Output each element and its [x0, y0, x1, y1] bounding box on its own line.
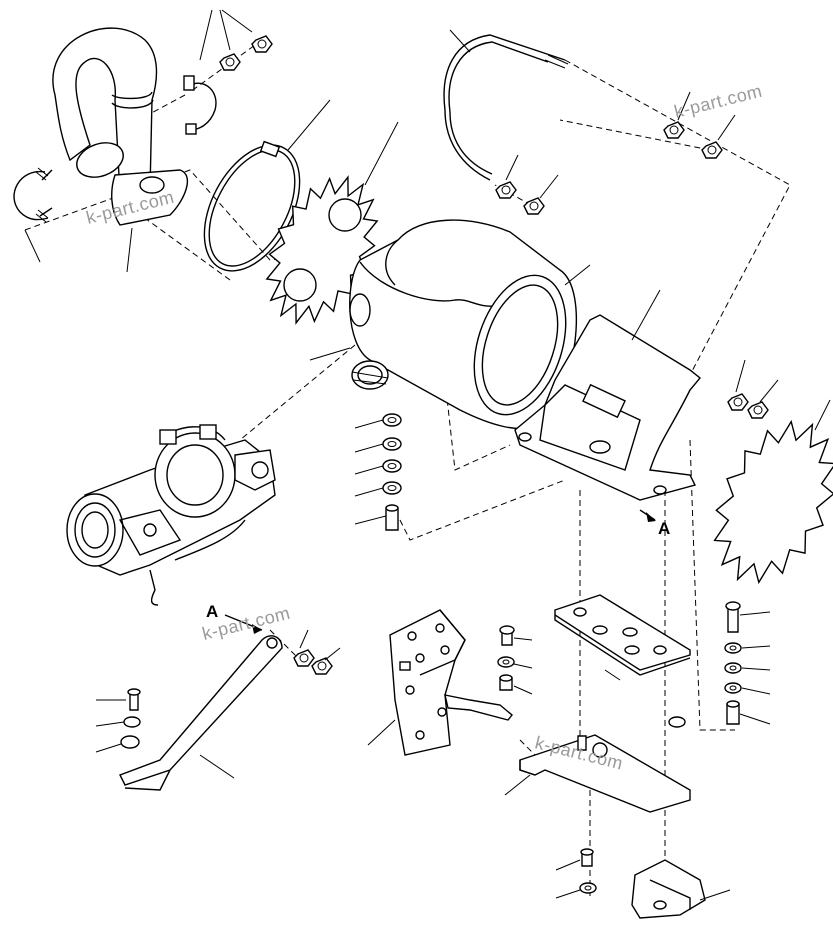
- bolt-stack-middle: [497, 625, 515, 691]
- turbocharger: [66, 424, 276, 606]
- base-plate: [519, 734, 691, 813]
- pipe-clamp: [183, 75, 217, 135]
- section-arrows: [224, 509, 656, 634]
- bolt-stack-right: [724, 601, 742, 725]
- leader-lines: [24, 9, 831, 901]
- mounting-bracket: [514, 314, 769, 501]
- dust-cup-seal: [351, 360, 389, 390]
- clamp-nuts: [219, 35, 273, 71]
- elbow-pipe: [52, 27, 189, 226]
- u-bolt: [13, 167, 53, 223]
- bracket: [554, 594, 691, 728]
- rod-assembly: [443, 34, 723, 215]
- section-marker-label: A: [658, 519, 670, 538]
- washer-stack: [382, 413, 402, 531]
- section-marker-label: A: [206, 602, 218, 621]
- element-gasket: [265, 175, 379, 325]
- tie-rod: [119, 635, 333, 791]
- watermark: k-part.com: [672, 81, 764, 122]
- support-plate: [389, 609, 513, 756]
- foot-bracket: [579, 848, 706, 919]
- air-cleaner-body: [349, 219, 577, 430]
- star-seal: [713, 419, 833, 585]
